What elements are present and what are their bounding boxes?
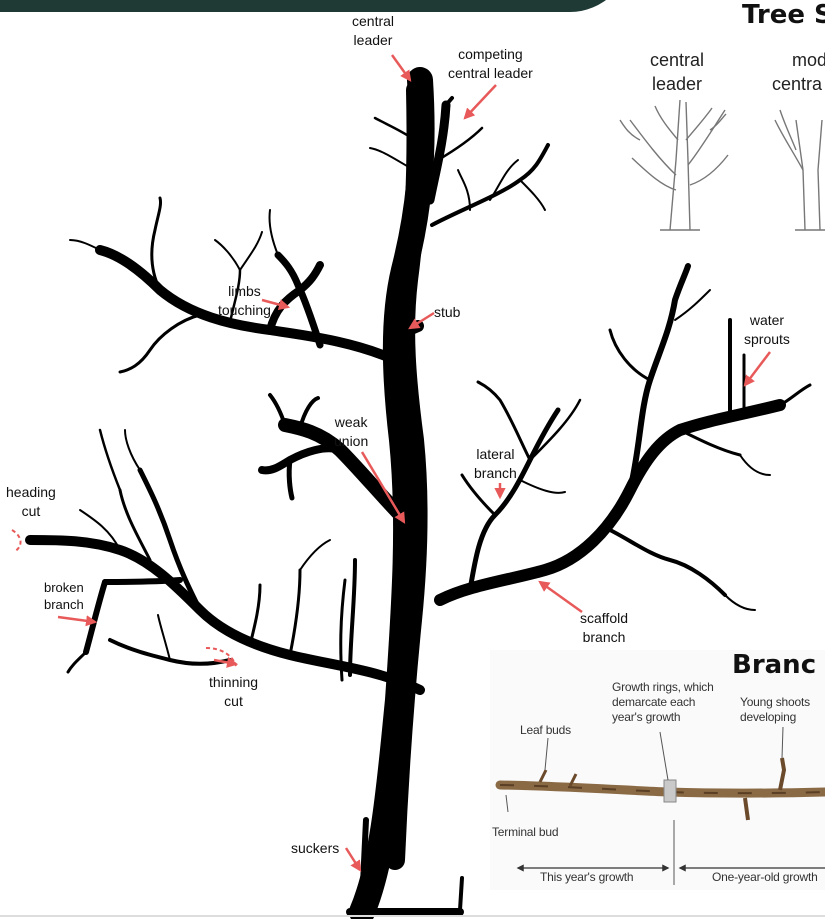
tree-structure-title: Tree S [742,0,825,30]
caption-this-years-growth: This year's growth [540,870,633,885]
label-broken-branch: broken branch [44,579,84,613]
label-suckers: suckers [291,839,339,858]
label-limbs-touching: limbs touching [218,282,271,320]
modified-leader-sketch [775,110,825,230]
arrow-suckers [346,848,360,870]
label-water-sprouts: water sprouts [744,311,790,349]
arrow-scaffold-branch [540,582,582,612]
left-long-limb [30,540,420,690]
sucker-1 [362,820,366,905]
label-weak-union: weak union [334,413,368,451]
branch-section-title: Branc [732,650,816,680]
label-competing-central-leader: competing central leader [448,45,533,83]
sucker-3 [460,878,462,910]
caption-leaf-buds: Leaf buds [520,723,571,738]
label-scaffold-branch: scaffold branch [580,609,628,647]
arrow-water-sprouts [745,352,770,385]
form-label-central-leader: central leader [650,48,704,96]
central-leader-sketch [620,100,728,230]
caption-one-year-old-growth: One-year-old growth [712,870,818,885]
arrow-competing-leader [465,85,496,118]
caption-terminal-bud: Terminal bud [492,825,558,840]
sucker-2 [372,835,374,908]
heading-cut-mark [12,530,21,552]
caption-young-shoots: Young shoots developing [740,695,810,725]
form-label-modified-leader: mod centra [772,48,825,96]
broken-branch [105,580,180,582]
caption-growth-rings: Growth rings, which demarcate each year'… [612,680,714,725]
growth-rings [664,780,676,802]
label-stub: stub [434,303,460,322]
label-central-leader: central leader [352,12,394,50]
label-lateral-branch: lateral branch [474,445,517,483]
arrow-central-leader [392,55,410,80]
label-heading-cut: heading cut [6,483,56,521]
label-thinning-cut: thinning cut [209,673,258,711]
scaffold-branch [440,405,780,600]
lateral-branch [470,410,558,590]
arrow-broken-branch [58,617,95,622]
